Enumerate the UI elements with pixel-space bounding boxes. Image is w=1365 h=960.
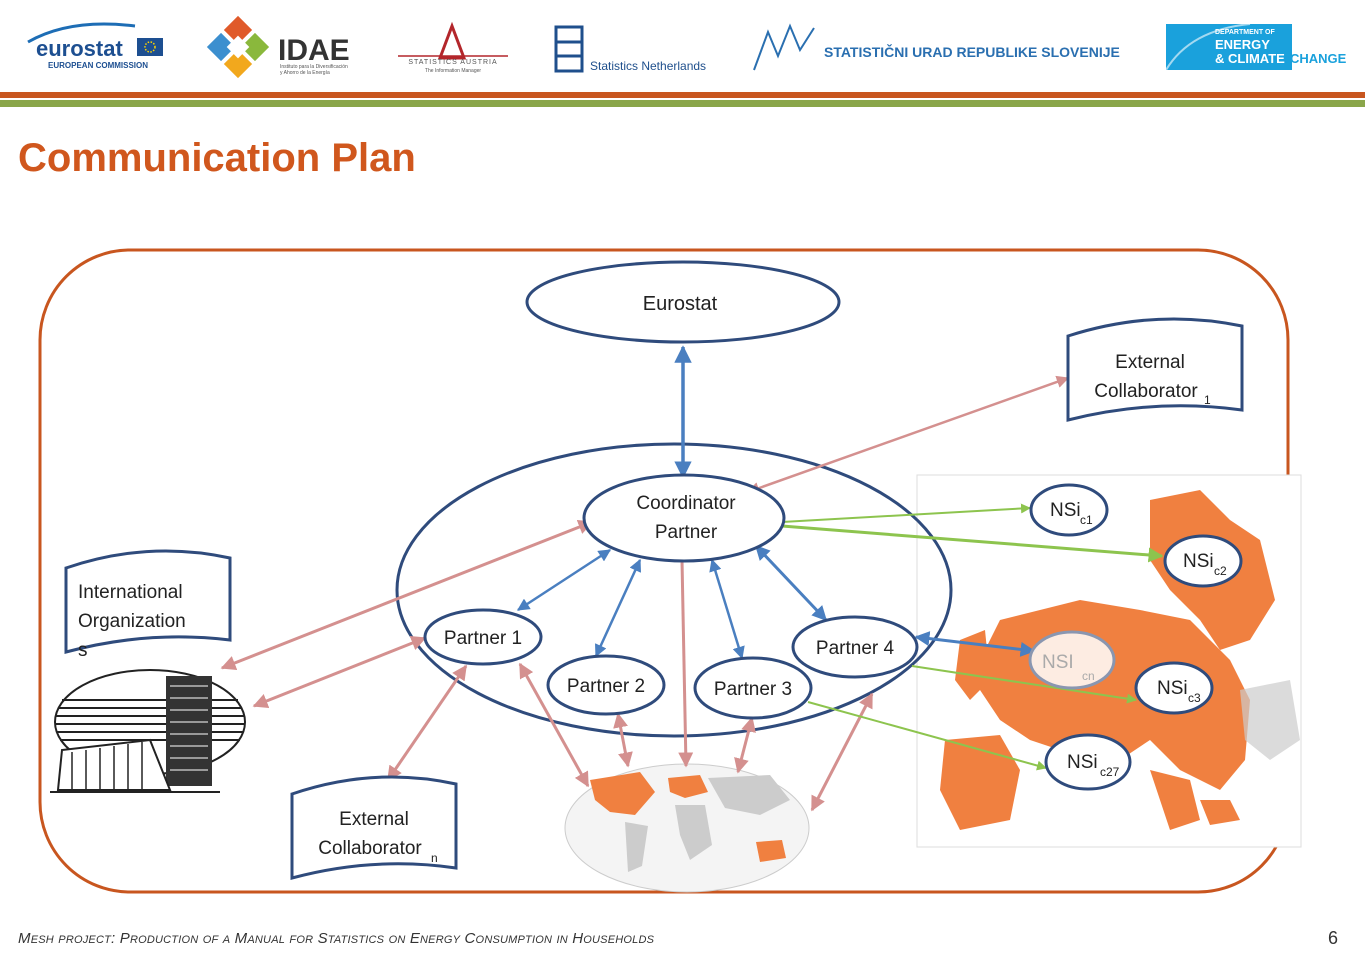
statistics-austria-text: STATISTICS AUSTRIA [408, 59, 497, 66]
node-coordinator: Coordinator Partner [582, 473, 786, 563]
decc-line1: DEPARTMENT OF [1215, 29, 1275, 36]
nsi-c2-subscript: c2 [1214, 564, 1227, 578]
node-nsi-cn: NSI cn [1028, 630, 1116, 690]
arrow-partner2-world [613, 712, 633, 768]
node-partner1-label: Partner 1 [444, 628, 522, 649]
arrow-coordinator-partner1 [516, 548, 612, 612]
world-europe [668, 775, 708, 798]
nsi-c3-subscript: c3 [1188, 691, 1201, 705]
arrow-partner4-world [810, 692, 874, 812]
intl-line3: s [78, 640, 88, 661]
extn-subscript: n [431, 851, 438, 865]
page-number: 6 [1328, 928, 1339, 948]
arrow-partner1-world [518, 662, 590, 788]
world-north-america [590, 772, 655, 815]
statistics-austria-sub: The Information Manager [425, 68, 481, 74]
idae-logo-text: IDAE [278, 34, 350, 67]
node-partner3-label: Partner 3 [714, 679, 792, 700]
arrow-ext1-coordinator [746, 375, 1070, 495]
arrow-coordinator-partner2 [594, 558, 642, 658]
statistics-netherlands-text: Statistics Netherlands [590, 59, 706, 73]
arrow-partner3-world [734, 716, 756, 774]
decc-logo: DEPARTMENT OF ENERGY & CLIMATE CHANGE [1165, 23, 1347, 71]
extn-line2: Collaborator [318, 838, 422, 859]
ext1-subscript: 1 [1204, 393, 1211, 407]
nsi-c1-label: NSi [1050, 500, 1081, 521]
nsi-cn-subscript: cn [1082, 669, 1095, 683]
arrow-coordinator-nsi-c2 [781, 524, 1164, 563]
nsi-c2-label: NSi [1183, 551, 1214, 572]
arrow-partner4-nsi-cn [914, 631, 1036, 657]
header-rule-orange [0, 92, 1365, 98]
node-nsi-c27: NSi c27 [1044, 733, 1132, 791]
header-rule-green [0, 100, 1365, 107]
node-partner4: Partner 4 [791, 615, 919, 679]
logo-strip: eurostat EUROPEAN COMMISSION IDAE Instit… [0, 0, 1365, 92]
ext1-line1: External [1115, 352, 1185, 373]
world-map [564, 763, 810, 893]
idae-logo-sub1: Instituto para la Diversificación [280, 64, 348, 70]
arrow-coordinator-world [678, 559, 694, 768]
arrow-coordinator-partner4 [754, 544, 828, 622]
intl-line1: International [78, 582, 183, 603]
idae-logo-sub2: y Ahorro de la Energía [280, 70, 330, 76]
node-partner2: Partner 2 [546, 654, 666, 716]
arrow-partner1-extn [386, 664, 468, 782]
arrow-coordinator-nsi-c1 [781, 503, 1031, 523]
node-nsi-c1: NSi c1 [1029, 483, 1109, 537]
extn-line1: External [339, 809, 409, 830]
decc-line3: & CLIMATE [1215, 51, 1285, 66]
node-partner2-label: Partner 2 [567, 676, 645, 697]
statistics-austria-logo: STATISTICS AUSTRIA The Information Manag… [398, 21, 508, 74]
arrow-partner3-nsi-c27 [807, 701, 1047, 771]
nsi-c27-subscript: c27 [1100, 765, 1120, 779]
arrow-coordinator-partner3 [709, 558, 745, 660]
node-coordinator-line2: Partner [655, 522, 718, 543]
node-nsi-c2: NSi c2 [1163, 534, 1243, 588]
statistics-netherlands-logo: Statistics Netherlands [554, 25, 706, 73]
eurostat-logo-sub: EUROPEAN COMMISSION [48, 61, 148, 70]
node-external-collaborator-n: External Collaborator n [290, 775, 458, 880]
slide-title: Communication Plan [18, 136, 416, 180]
arrows [220, 345, 1164, 812]
decc-line4: CHANGE [1290, 51, 1347, 66]
eurostat-logo: eurostat EUROPEAN COMMISSION [27, 22, 163, 70]
slovenia-logo: STATISTIČNI URAD REPUBLIKE SLOVENIJE [753, 23, 1120, 71]
arrow-building-partner1 [252, 636, 427, 708]
nsi-c1-subscript: c1 [1080, 513, 1093, 527]
map-iberia [940, 735, 1020, 830]
intl-line2: Organization [78, 611, 186, 632]
arrow-partner4-nsi-c3 [911, 665, 1137, 704]
ext1-line2: Collaborator [1094, 381, 1198, 402]
node-eurostat-label: Eurostat [643, 293, 718, 315]
node-nsi-c3: NSi c3 [1134, 661, 1214, 715]
building-illustration [50, 669, 246, 793]
world-australia [756, 840, 786, 862]
map-cyprus [1200, 800, 1240, 825]
node-partner3: Partner 3 [693, 656, 813, 720]
node-partner4-label: Partner 4 [816, 638, 895, 659]
decc-line2: ENERGY [1215, 37, 1270, 52]
nsi-c3-label: NSi [1157, 678, 1188, 699]
node-eurostat: Eurostat [525, 260, 841, 344]
logos-svg: eurostat EUROPEAN COMMISSION IDAE Instit… [27, 15, 1347, 79]
slovenia-logo-text: STATISTIČNI URAD REPUBLIKE SLOVENIJE [824, 43, 1120, 60]
node-coordinator-line1: Coordinator [636, 493, 736, 514]
node-partner1: Partner 1 [423, 608, 543, 666]
node-international-organizations: International Organization s [64, 549, 232, 661]
slide-footer: Mesh project: Production of a Manual for… [18, 930, 655, 947]
nsi-cn-label: NSI [1042, 652, 1074, 673]
nsi-c27-label: NSi [1067, 752, 1098, 773]
eurostat-logo-text: eurostat [36, 36, 123, 61]
node-external-collaborator-1: External Collaborator 1 [1066, 317, 1244, 422]
